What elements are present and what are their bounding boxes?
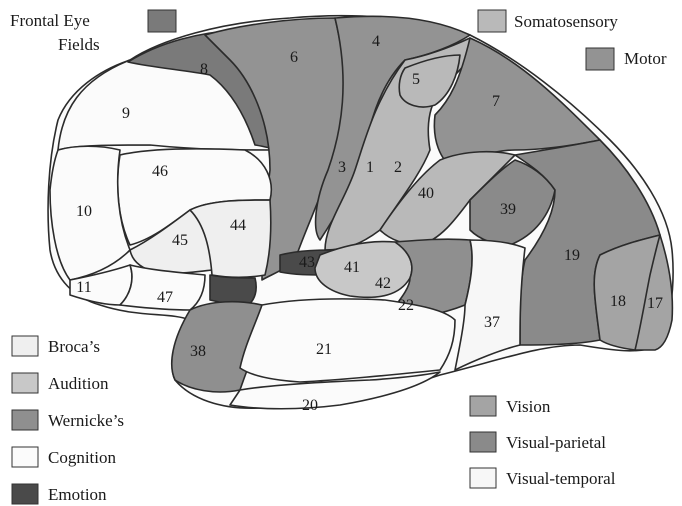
area-label-42: 42 (375, 275, 391, 292)
area-label-2: 2 (394, 159, 402, 176)
area-label-43: 43 (299, 254, 315, 271)
area-label-41: 41 (344, 259, 360, 276)
motor-label: Motor (624, 49, 667, 68)
legend-swatch-wernicke (12, 410, 38, 430)
area-21-region (240, 299, 455, 382)
area-label-47: 47 (157, 289, 173, 306)
frontal-eye-fields-swatch (148, 10, 176, 32)
area-label-39: 39 (500, 201, 516, 218)
area-label-18: 18 (610, 293, 626, 310)
legend-swatch-audition (12, 373, 38, 393)
area-label-17: 17 (647, 295, 663, 312)
frontal-eye-fields-label-line2: Fields (58, 35, 100, 54)
legend-label-emotion: Emotion (48, 485, 107, 504)
legend-label-wernicke: Wernicke’s (48, 411, 124, 430)
area-label-37: 37 (484, 314, 500, 331)
legend-swatch-cognition (12, 447, 38, 467)
area-label-5: 5 (412, 71, 420, 88)
emotion-patch (210, 275, 256, 305)
legend-label-vision: Vision (506, 397, 551, 416)
area-label-11: 11 (76, 279, 91, 296)
legend-label-audition: Audition (48, 374, 109, 393)
somatosensory-swatch (478, 10, 506, 32)
area-label-3: 3 (338, 159, 346, 176)
area-label-8: 8 (200, 61, 208, 78)
area-label-44: 44 (230, 217, 246, 234)
somatosensory-label: Somatosensory (514, 12, 618, 31)
area-label-40: 40 (418, 185, 434, 202)
legend-label-broca: Broca’s (48, 337, 100, 356)
legend-label-cognition: Cognition (48, 448, 117, 467)
area-label-4: 4 (372, 33, 380, 50)
area-label-6: 6 (290, 49, 298, 66)
frontal-eye-fields-label-line1: Frontal Eye (10, 11, 90, 30)
legend-swatch-broca (12, 336, 38, 356)
area-label-7: 7 (492, 93, 500, 110)
area-label-21: 21 (316, 341, 332, 358)
legend-swatch-vision (470, 396, 496, 416)
area-label-9: 9 (122, 105, 130, 122)
area-label-19: 19 (564, 247, 580, 264)
legend-swatch-visual_parietal (470, 432, 496, 452)
area-label-38: 38 (190, 343, 206, 360)
area-label-45: 45 (172, 232, 188, 249)
legend-left: Broca’sAuditionWernicke’sCognitionEmotio… (12, 336, 124, 504)
legend-swatch-visual_temporal (470, 468, 496, 488)
area-label-10: 10 (76, 203, 92, 220)
area-label-46: 46 (152, 163, 168, 180)
area-label-22: 22 (398, 297, 414, 314)
legend-swatch-emotion (12, 484, 38, 504)
legend-label-visual_temporal: Visual-temporal (506, 469, 616, 488)
area-label-20: 20 (302, 397, 318, 414)
area-label-1: 1 (366, 159, 374, 176)
legend-label-visual_parietal: Visual-parietal (506, 433, 606, 452)
motor-swatch (586, 48, 614, 70)
